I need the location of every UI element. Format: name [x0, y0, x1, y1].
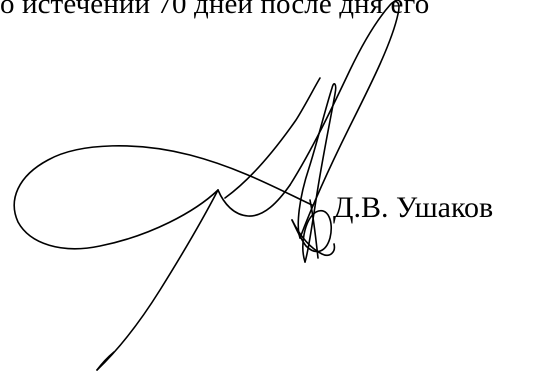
document-text-line: о истечении 70 дней после дня его — [0, 0, 430, 20]
signer-name: Д.В. Ушаков — [333, 191, 494, 224]
